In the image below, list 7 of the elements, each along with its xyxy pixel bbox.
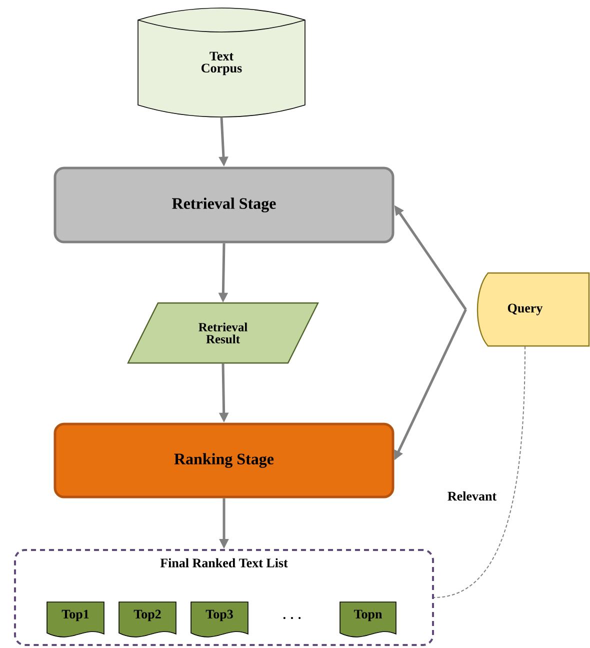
process-box: Ranking Stage — [54, 422, 394, 498]
data-parallelogram: Retrieval Result — [127, 302, 319, 364]
connector-line — [434, 346, 526, 598]
database-cylinder: Text Corpus — [138, 8, 306, 118]
edge-label: Relevant — [446, 490, 498, 502]
process-box: Retrieval Stage — [54, 166, 394, 244]
ellipsis: . . . — [283, 616, 301, 620]
